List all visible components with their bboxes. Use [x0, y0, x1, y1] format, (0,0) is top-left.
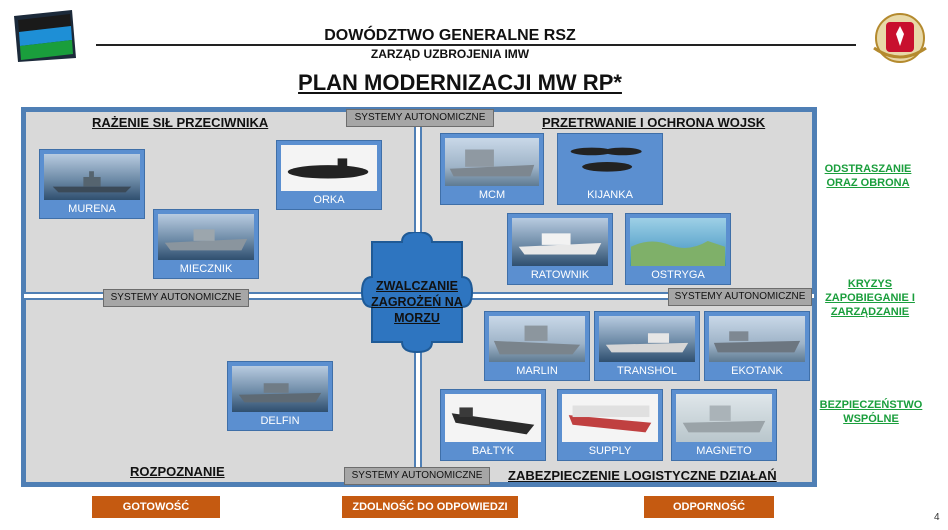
header-directorate: ZARZĄD UZBROJENIA IMW — [370, 47, 530, 61]
header-command: DOWÓDZTWO GENERALNE RSZ — [324, 27, 576, 44]
ship-photo — [445, 138, 539, 186]
autonomous-systems-bottom: SYSTEMY AUTONOMICZNE — [344, 467, 490, 485]
resilience-button[interactable]: ODPORNOŚĆ — [644, 496, 774, 518]
ship-photo — [281, 145, 377, 191]
ship-icon — [605, 333, 689, 353]
ship-card-miecznik[interactable]: MIECZNIK — [153, 209, 259, 279]
ship-icon — [449, 149, 535, 177]
quadrant-title-recon: ROZPOZNANIE — [130, 464, 225, 479]
ship-card-transhol[interactable]: TRANSHOL — [594, 311, 700, 381]
ship-label: KIJANKA — [587, 189, 633, 201]
ship-photo — [512, 218, 608, 266]
ship-icon — [164, 229, 248, 251]
ship-label: DELFIN — [260, 415, 300, 427]
page-number: 4 — [934, 512, 940, 523]
ship-label: MARLIN — [516, 365, 558, 377]
readiness-button[interactable]: GOTOWOŚĆ — [92, 496, 220, 518]
ship-card-supply[interactable]: SUPPLY — [557, 389, 663, 461]
ship-photo — [676, 394, 772, 442]
side-label-deterrence[interactable]: ODSTRASZANIE ORAZ OBRONA — [824, 163, 912, 189]
ship-card-mcm[interactable]: MCM — [440, 133, 544, 205]
ship-label: OSTRYGA — [651, 269, 705, 281]
side-label-crisis[interactable]: KRYZYS ZAPOBIEGANIE I ZARZĄDZANIE — [825, 278, 915, 318]
ship-photo — [630, 218, 726, 266]
ship-label: SUPPLY — [588, 445, 632, 457]
ship-photo — [489, 316, 585, 362]
response-capability-button[interactable]: ZDOLNOŚĆ DO ODPOWIEDZI — [342, 496, 518, 518]
ship-icon — [713, 331, 801, 353]
ship-card-murena[interactable]: MURENA — [39, 149, 145, 219]
autonomous-systems-top: SYSTEMY AUTONOMICZNE — [346, 109, 494, 127]
ship-photo — [562, 394, 658, 442]
ship-label: MCM — [478, 189, 506, 201]
ship-icon — [518, 233, 602, 255]
quadrant-bottom-left — [24, 298, 416, 484]
ship-label: EKOTANK — [731, 365, 783, 377]
side-label-security[interactable]: BEZPIECZEŃSTWO WSPÓLNE — [819, 399, 923, 425]
ship-label: MAGNETO — [696, 445, 752, 457]
autonomous-systems-right: SYSTEMY AUTONOMICZNE — [668, 288, 812, 306]
ship-photo — [158, 214, 254, 260]
center-puzzle-shape — [360, 232, 474, 354]
ship-photo — [599, 316, 695, 362]
header-rule — [96, 44, 856, 46]
navy-flag-logo — [14, 10, 76, 62]
ship-label: MIECZNIK — [179, 263, 233, 275]
ship-icon — [238, 383, 322, 403]
ship-label: BAŁTYK — [471, 445, 515, 457]
ship-icon — [451, 407, 535, 435]
ship-label: TRANSHOL — [617, 365, 677, 377]
ship-card-delfin[interactable]: DELFIN — [227, 361, 333, 431]
ship-icon — [682, 405, 766, 433]
ship-card-ostryga[interactable]: OSTRYGA — [625, 213, 731, 285]
ship-photo — [232, 366, 328, 412]
ship-label: RATOWNIK — [530, 269, 590, 281]
ship-card-orka[interactable]: ORKA — [276, 140, 382, 210]
ship-icon — [52, 171, 132, 193]
ship-label: MURENA — [68, 203, 116, 215]
center-label: ZWALCZANIE ZAGROŻEŃ NA MORZU — [371, 279, 463, 325]
ship-card-baltyk[interactable]: BAŁTYK — [440, 389, 546, 461]
ship-card-marlin[interactable]: MARLIN — [484, 311, 590, 381]
ship-icon — [568, 405, 652, 433]
quadrant-title-logistics: ZABEZPIECZENIE LOGISTYCZNE DZIAŁAŃ — [508, 468, 777, 483]
ship-icon — [493, 325, 581, 355]
ship-card-kijanka[interactable]: KIJANKA — [557, 133, 663, 205]
navy-emblem-logo — [873, 13, 927, 63]
quadrant-title-survival: PRZETRWANIE I OCHRONA WOJSK — [542, 115, 766, 130]
ship-photo — [445, 394, 541, 442]
ship-photo — [709, 316, 805, 362]
submarine-icon — [287, 158, 369, 179]
ship-card-magneto[interactable]: MAGNETO — [671, 389, 777, 461]
ship-photo — [44, 154, 140, 200]
ship-card-ekotank[interactable]: EKOTANK — [704, 311, 810, 381]
ship-card-ratownik[interactable]: RATOWNIK — [507, 213, 613, 285]
page-title: PLAN MODERNIZACJI MW RP* — [298, 70, 622, 95]
ship-label: ORKA — [313, 194, 345, 206]
autonomous-systems-left: SYSTEMY AUTONOMICZNE — [103, 289, 249, 307]
quadrant-title-strike: RAŻENIE SIŁ PRZECIWNIKA — [92, 115, 269, 130]
ship-photo — [562, 138, 658, 186]
drone-icon — [570, 147, 642, 172]
map-icon — [630, 241, 726, 266]
